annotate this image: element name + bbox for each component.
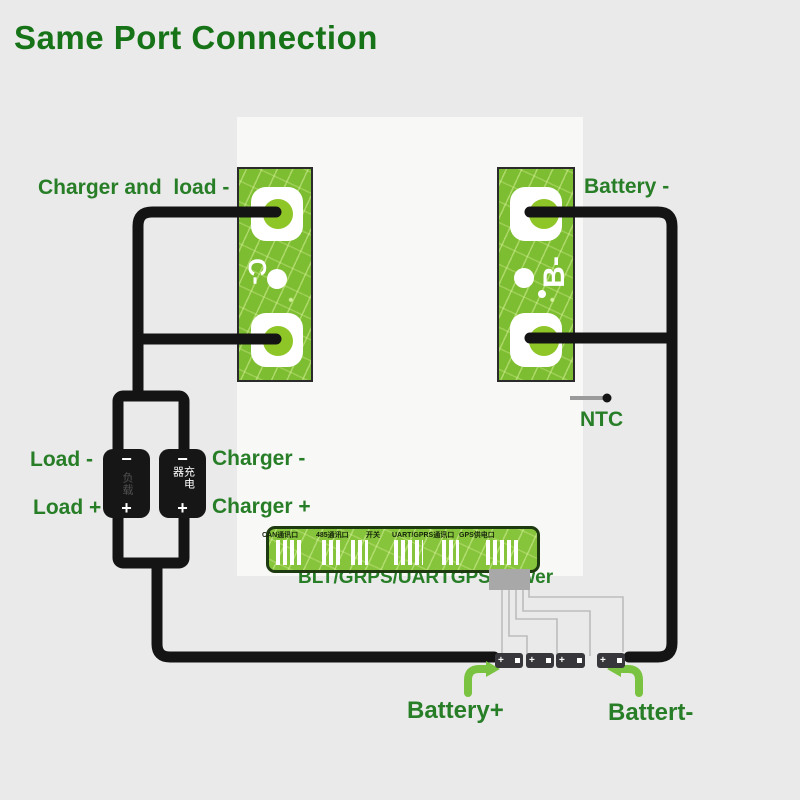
- pin-header: [276, 540, 302, 565]
- label-battert-minus: Battert-: [608, 699, 694, 726]
- harness-plug: [489, 569, 530, 590]
- load-plus-mark: +: [121, 498, 132, 518]
- pin-header: [394, 540, 423, 565]
- pad-label-c-minus: C-: [242, 258, 271, 285]
- harness-wire-4: [522, 590, 591, 656]
- label-ntc: NTC: [580, 408, 624, 431]
- label-load-minus: Load -: [30, 448, 93, 471]
- page-title: Same Port Connection: [14, 19, 378, 56]
- port-label-switch: 开关: [366, 532, 380, 539]
- solder-hole: [251, 313, 303, 367]
- pad-label-b-minus: B-: [537, 256, 571, 288]
- label-load-plus: Load +: [33, 496, 102, 519]
- harness-wire-5: [528, 587, 624, 652]
- pin-header: [442, 540, 459, 565]
- solder-hole: [510, 187, 562, 241]
- via-circle: [514, 268, 534, 288]
- battery-lead-connector: +: [526, 653, 554, 668]
- label-charger-minus: Charger -: [212, 447, 306, 470]
- charger-component: − 充电器 +: [159, 449, 206, 518]
- solder-dot: [263, 326, 293, 356]
- plus-mark: +: [529, 654, 535, 666]
- label-battery-minus: Battery -: [584, 175, 670, 198]
- pin-header: [322, 540, 341, 565]
- charger-component-name: 充电器: [171, 466, 195, 490]
- pcb-pad-battery: B-: [497, 167, 575, 382]
- plus-mark: +: [600, 654, 606, 666]
- ntc-tip: [602, 393, 612, 403]
- pin-header: [351, 540, 368, 565]
- harness-wire-3: [515, 590, 558, 656]
- charger-plus-mark: +: [177, 498, 188, 518]
- plus-mark: +: [498, 654, 504, 666]
- load-component: − 负载 +: [103, 449, 150, 518]
- solder-dot: [529, 199, 559, 229]
- load-component-name: 负载: [121, 471, 133, 496]
- port-label-can: CAN通讯口: [262, 532, 299, 539]
- plus-mark: +: [559, 654, 565, 666]
- battery-lead-connector: +: [495, 653, 523, 668]
- connector-notch: [577, 658, 582, 663]
- connector-notch: [617, 658, 622, 663]
- battery-lead-connector: +: [597, 653, 625, 668]
- solder-dot: [529, 326, 559, 356]
- solder-hole: [251, 187, 303, 241]
- load-minus-mark: −: [121, 449, 132, 469]
- battery-lead-connector: +: [556, 653, 585, 668]
- via-dot: [538, 290, 546, 298]
- solder-dot: [263, 199, 293, 229]
- label-charger-plus: Charger +: [212, 495, 311, 518]
- harness-wire-2: [508, 590, 528, 656]
- connector-notch: [546, 658, 551, 663]
- label-charger-and-load: Charger and load -: [38, 176, 230, 199]
- pin-header: [486, 540, 519, 565]
- solder-hole: [510, 313, 562, 367]
- label-battery-plus: Battery+: [407, 697, 504, 724]
- port-label-uart-gprs: UART/GPRS通讯口: [392, 532, 455, 539]
- port-label-485: 485通讯口: [316, 532, 349, 539]
- pcb-pad-charger-load: C-: [237, 167, 313, 382]
- port-label-gps-power: GPS供电口: [459, 532, 495, 539]
- connector-notch: [515, 658, 520, 663]
- charger-minus-mark: −: [177, 449, 188, 469]
